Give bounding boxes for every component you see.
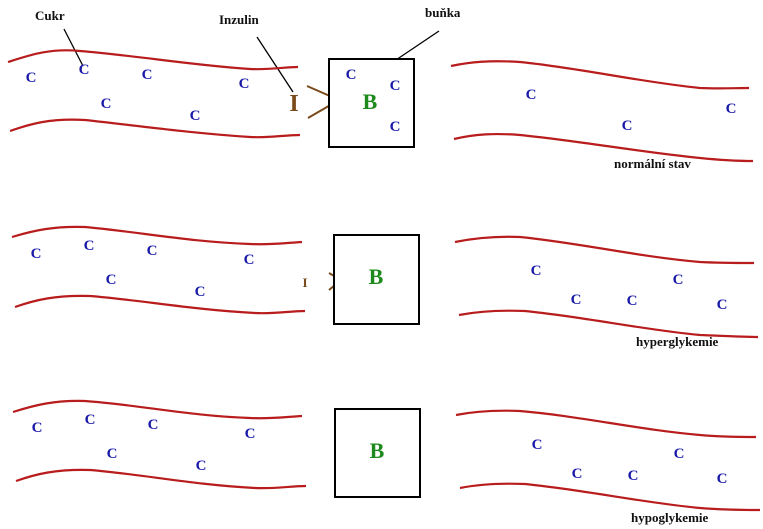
insulin-molecule: I — [289, 91, 298, 117]
sugar-molecule-in-cell: C — [390, 119, 401, 135]
cell-box — [333, 234, 420, 325]
right-vessel-top-wall — [450, 60, 750, 90]
sugar-molecule: C — [244, 252, 255, 268]
cell-label: B — [363, 89, 378, 114]
pointer-insulin — [256, 36, 294, 93]
sugar-molecule: C — [195, 284, 206, 300]
label-insulin: Inzulin — [219, 12, 260, 27]
sugar-molecule: C — [239, 76, 250, 92]
right-vessel-top-wall — [455, 409, 757, 439]
sugar-molecule: C — [106, 272, 117, 288]
sugar-molecule: C — [85, 412, 96, 428]
left-vessel-top-wall — [7, 49, 299, 71]
insulin-molecule: I — [302, 275, 307, 290]
sugar-molecule: C — [532, 437, 543, 453]
panel-hypoglycemia: C C C C C C B C C C C C hypoglykemie — [12, 399, 761, 525]
right-vessel-bottom-wall — [459, 482, 761, 512]
label-cell: buňka — [425, 5, 461, 20]
sugar-molecule: C — [142, 67, 153, 83]
panel-normal: C C C C C C I B C C C C C C normální sta… — [7, 49, 754, 171]
sugar-molecule: C — [31, 246, 42, 262]
left-vessel-bottom-wall — [14, 294, 306, 315]
sugar-molecule: C — [717, 471, 728, 487]
sugar-molecule: C — [245, 426, 256, 442]
left-vessel-bottom-wall — [15, 468, 307, 490]
sugar-molecule: C — [26, 70, 37, 86]
cell-box — [334, 408, 421, 498]
sugar-molecule: C — [674, 446, 685, 462]
right-vessel-bottom-wall — [453, 132, 754, 163]
sugar-molecule: C — [622, 118, 633, 134]
sugar-molecule-in-cell: C — [346, 67, 357, 83]
left-vessel-top-wall — [11, 225, 303, 246]
left-vessel-bottom-wall — [9, 118, 301, 139]
sugar-molecule: C — [627, 293, 638, 309]
sugar-molecule: C — [190, 108, 201, 124]
caption-normal: normální stav — [614, 156, 691, 171]
sugar-molecule: C — [531, 263, 542, 279]
caption-hypoglycemia: hypoglykemie — [631, 510, 709, 525]
left-vessel-top-wall — [12, 399, 303, 420]
sugar-molecule: C — [147, 243, 158, 259]
sugar-molecule: C — [79, 62, 90, 78]
sugar-molecule: C — [148, 417, 159, 433]
label-sugar: Cukr — [35, 8, 65, 23]
cell-label: B — [370, 438, 385, 463]
sugar-molecule: C — [673, 272, 684, 288]
sugar-molecule: C — [84, 238, 95, 254]
cell-label: B — [369, 264, 384, 289]
sugar-molecule: C — [107, 446, 118, 462]
sugar-molecule-in-cell: C — [390, 78, 401, 94]
sugar-molecule: C — [628, 468, 639, 484]
sugar-molecule: C — [196, 458, 207, 474]
right-vessel-bottom-wall — [458, 309, 759, 339]
sugar-molecule: C — [101, 96, 112, 112]
sugar-molecule: C — [32, 420, 43, 436]
sugar-molecule: C — [572, 466, 583, 482]
sugar-molecule: C — [726, 101, 737, 117]
pointer-sugar — [63, 28, 84, 67]
right-vessel-top-wall — [454, 235, 755, 265]
sugar-molecule: C — [717, 297, 728, 313]
sugar-molecule: C — [571, 292, 582, 308]
cell-box — [328, 58, 415, 148]
caption-hyperglycemia: hyperglykemie — [636, 334, 719, 349]
panel-hyperglycemia: C C C C C C I B C C C C C hyperglykemie — [11, 225, 759, 349]
sugar-molecule: C — [526, 87, 537, 103]
